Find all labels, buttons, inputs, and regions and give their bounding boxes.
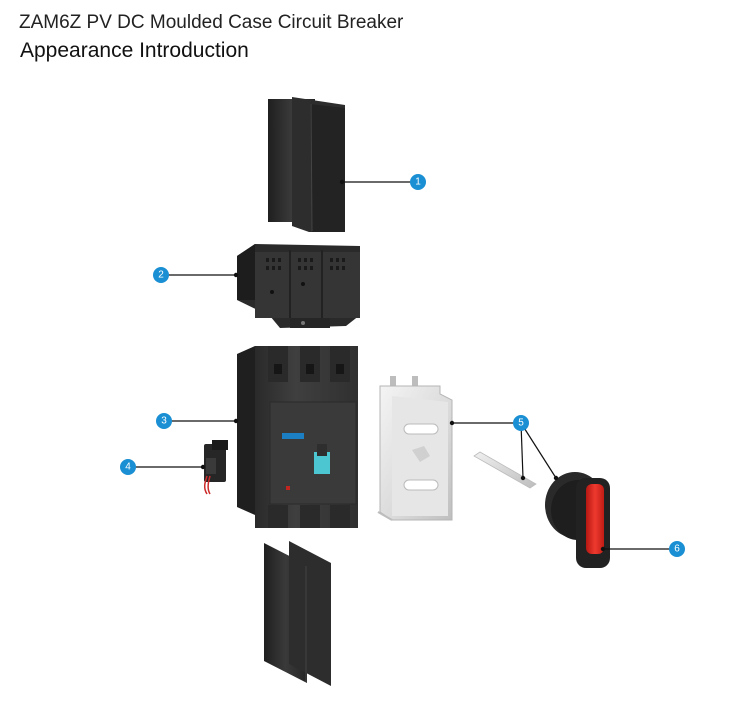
toggle-lever <box>314 452 330 474</box>
bottom-arc-barrier-plates <box>264 541 331 686</box>
page-title: ZAM6Z PV DC Moulded Case Circuit Breaker <box>19 12 404 33</box>
callout-number: 6 <box>674 544 680 555</box>
mounting-bracket-and-shaft <box>377 376 537 521</box>
page-subtitle: Appearance Introduction <box>20 39 249 62</box>
callout-number: 4 <box>125 462 131 473</box>
leader-lines <box>128 179 677 552</box>
auxiliary-contact <box>203 440 228 495</box>
callout-2: 2 <box>153 267 169 283</box>
callout-number: 1 <box>415 177 421 188</box>
callout-number: 3 <box>161 416 167 427</box>
callout-number: 2 <box>158 270 164 281</box>
callout-3: 3 <box>156 413 172 429</box>
callout-1: 1 <box>410 174 426 190</box>
terminal-cover <box>237 244 360 328</box>
callout-6: 6 <box>669 541 685 557</box>
nameplate-label <box>282 433 304 439</box>
callout-number: 5 <box>518 418 524 429</box>
rotary-handle <box>545 472 610 568</box>
breaker-body <box>237 346 358 528</box>
callout-5: 5 <box>513 415 529 431</box>
top-arc-barrier-plates <box>268 97 345 232</box>
callout-4: 4 <box>120 459 136 475</box>
